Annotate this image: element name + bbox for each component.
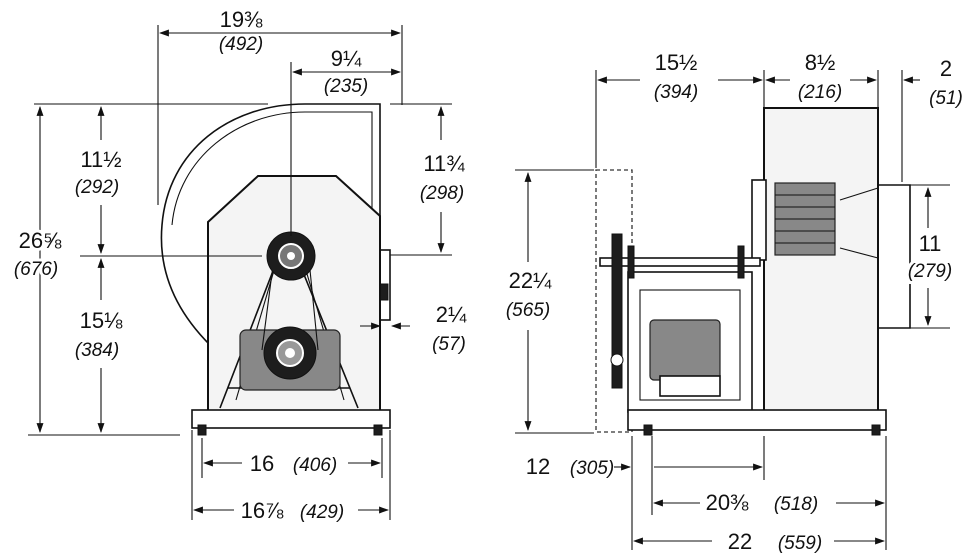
dim-shaft-height-mm: (565) bbox=[506, 300, 550, 321]
dim-housing-width: 8½ bbox=[805, 50, 836, 75]
dim-outlet-height-mm: (298) bbox=[420, 183, 464, 204]
dim-shaft-height: 22¼ bbox=[509, 268, 552, 293]
dim-total-height: 26⅝ bbox=[19, 228, 62, 253]
dim-base-inner: 20⅜ bbox=[706, 490, 749, 515]
inlet-cone bbox=[878, 184, 911, 329]
dim-drive-length-mm: (394) bbox=[654, 82, 698, 103]
dim-flange: 2¼ bbox=[436, 302, 467, 327]
dim-inlet-offset-mm: (51) bbox=[929, 88, 963, 109]
shaft bbox=[599, 257, 761, 267]
side-view: 15½ (394) 8½ (216) 2 (51) 22¼ (565) 11 (… bbox=[506, 50, 963, 554]
dim-shaft-to-back-mm: (235) bbox=[324, 76, 368, 97]
side-base-plate bbox=[627, 409, 887, 431]
dim-shaft-to-back: 9¼ bbox=[331, 46, 362, 71]
dim-overhang-mm: (305) bbox=[570, 458, 614, 479]
dim-overall-width: 19⅜ bbox=[220, 7, 263, 32]
dim-drive-length: 15½ bbox=[655, 50, 698, 75]
dim-base-inner-mm: (518) bbox=[774, 494, 818, 515]
scroll-housing bbox=[160, 103, 381, 346]
dim-lower-height: 15⅛ bbox=[80, 308, 123, 333]
dim-inlet-offset: 2 bbox=[940, 56, 952, 81]
dim-lower-height-mm: (384) bbox=[75, 340, 119, 361]
dim-housing-width-mm: (216) bbox=[798, 82, 842, 103]
dim-upper-height-mm: (292) bbox=[75, 177, 119, 198]
dim-overall-width-mm: (492) bbox=[219, 34, 263, 55]
dim-base-inner-mm: (406) bbox=[293, 455, 337, 476]
dim-total-height-mm: (676) bbox=[14, 259, 58, 280]
overhang-envelope bbox=[595, 169, 633, 433]
dim-overhang: 12 bbox=[526, 454, 550, 479]
fan-housing bbox=[763, 107, 879, 421]
dim-outlet-height: 11¾ bbox=[423, 151, 465, 176]
dim-base-outer: 16⅞ bbox=[241, 498, 284, 523]
dim-base-overall-mm: (559) bbox=[778, 533, 822, 554]
front-view: 19⅜ (492) 9¼ (235) 11½ (292) 26⅝ (676) 1… bbox=[11, 7, 468, 523]
dim-flange-mm: (57) bbox=[432, 334, 466, 355]
dim-inlet-diameter: 11 bbox=[919, 231, 942, 256]
dim-upper-height: 11½ bbox=[80, 147, 121, 172]
dim-base-overall: 22 bbox=[728, 529, 752, 554]
dim-base-outer-mm: (429) bbox=[300, 502, 344, 523]
dim-base-inner: 16 bbox=[250, 451, 274, 476]
side-motor bbox=[649, 319, 721, 381]
dim-inlet-diameter-mm: (279) bbox=[908, 261, 952, 282]
shaft-pulley bbox=[611, 233, 623, 389]
base-plate bbox=[191, 409, 391, 429]
